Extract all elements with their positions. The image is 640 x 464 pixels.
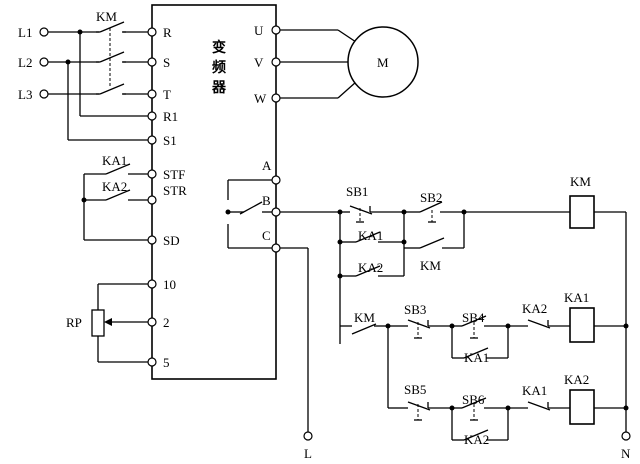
label-ka1-nc: KA1	[522, 383, 547, 398]
terminal-l2	[39, 57, 49, 67]
label-s: S	[163, 55, 170, 70]
label-ka2-sb6: KA2	[464, 432, 489, 447]
label-sb2: SB2	[420, 190, 442, 205]
label-sb1: SB1	[346, 184, 368, 199]
label-sb5: SB5	[404, 382, 426, 397]
label-10: 10	[163, 277, 176, 292]
label-ka1-sb4: KA1	[464, 350, 489, 365]
ka-forward-reverse-contacts	[83, 163, 148, 241]
terminal-t	[147, 89, 157, 99]
terminal-s1	[147, 135, 157, 145]
terminal-10	[147, 279, 157, 289]
label-km-coil: KM	[570, 174, 591, 189]
power-input-lines	[48, 31, 152, 141]
motor-m	[347, 26, 419, 98]
terminal-str	[147, 195, 157, 205]
inverter-title-3: 器	[211, 80, 227, 96]
terminal-u	[271, 25, 281, 35]
ka1-coil	[569, 307, 595, 343]
label-l: L	[304, 446, 312, 461]
inverter-title-1: 变	[212, 39, 226, 56]
fault-relay-contacts	[227, 179, 272, 249]
terminal-a	[271, 175, 281, 185]
ka2-coil	[569, 389, 595, 425]
label-sb3: SB3	[404, 302, 426, 317]
label-s1: S1	[163, 133, 177, 148]
label-v: V	[254, 55, 264, 70]
line-l-wire	[280, 247, 309, 432]
label-b: B	[262, 193, 271, 208]
km-main-contacts	[96, 21, 126, 98]
inverter-title-2: 频	[212, 59, 226, 76]
terminal-c	[271, 243, 281, 253]
terminal-2	[147, 317, 157, 327]
terminal-sd	[147, 235, 157, 245]
label-km-main: KM	[96, 9, 117, 24]
label-km-hold: KM	[420, 258, 441, 273]
terminal-r	[147, 27, 157, 37]
label-rp: RP	[66, 315, 82, 330]
forward-rung	[340, 315, 626, 359]
label-a: A	[262, 158, 272, 173]
km-coil	[569, 195, 595, 229]
label-u: U	[254, 23, 264, 38]
label-ka1-coil: KA1	[564, 290, 589, 305]
label-ka1-hold: KA1	[358, 228, 383, 243]
control-main-rung	[280, 201, 570, 223]
label-r: R	[163, 25, 172, 40]
label-sb6: SB6	[462, 392, 485, 407]
terminal-b	[271, 207, 281, 217]
terminal-w	[271, 93, 281, 103]
terminal-5	[147, 357, 157, 367]
terminal-l	[303, 431, 313, 441]
label-5: 5	[163, 355, 170, 370]
terminal-v	[271, 57, 281, 67]
label-ka2-str: KA2	[102, 179, 127, 194]
label-sd: SD	[163, 233, 180, 248]
label-ka2-hold: KA2	[358, 260, 383, 275]
terminal-l3	[39, 89, 49, 99]
label-ka2-nc: KA2	[522, 301, 547, 316]
terminal-l1	[39, 27, 49, 37]
label-t: T	[163, 87, 171, 102]
label-str: STR	[163, 183, 187, 198]
label-ka2-coil: KA2	[564, 372, 589, 387]
terminal-s	[147, 57, 157, 67]
label-r1: R1	[163, 109, 178, 124]
inverter-box	[151, 4, 277, 380]
reverse-rung	[387, 326, 626, 441]
label-stf: STF	[163, 167, 185, 182]
label-km-interlock: KM	[354, 310, 375, 325]
label-w: W	[254, 91, 267, 106]
label-n: N	[621, 446, 631, 461]
terminal-n	[621, 431, 631, 441]
label-c: C	[262, 228, 271, 243]
label-l3: L3	[18, 87, 32, 102]
label-motor: M	[377, 55, 389, 70]
label-l1: L1	[18, 25, 32, 40]
terminal-r1	[147, 111, 157, 121]
label-sb4: SB4	[462, 310, 485, 325]
label-ka1-stf: KA1	[102, 153, 127, 168]
terminal-stf	[147, 169, 157, 179]
label-2: 2	[163, 315, 170, 330]
label-l2: L2	[18, 55, 32, 70]
motor-wiring	[280, 29, 357, 99]
potentiometer-rp	[91, 283, 148, 363]
